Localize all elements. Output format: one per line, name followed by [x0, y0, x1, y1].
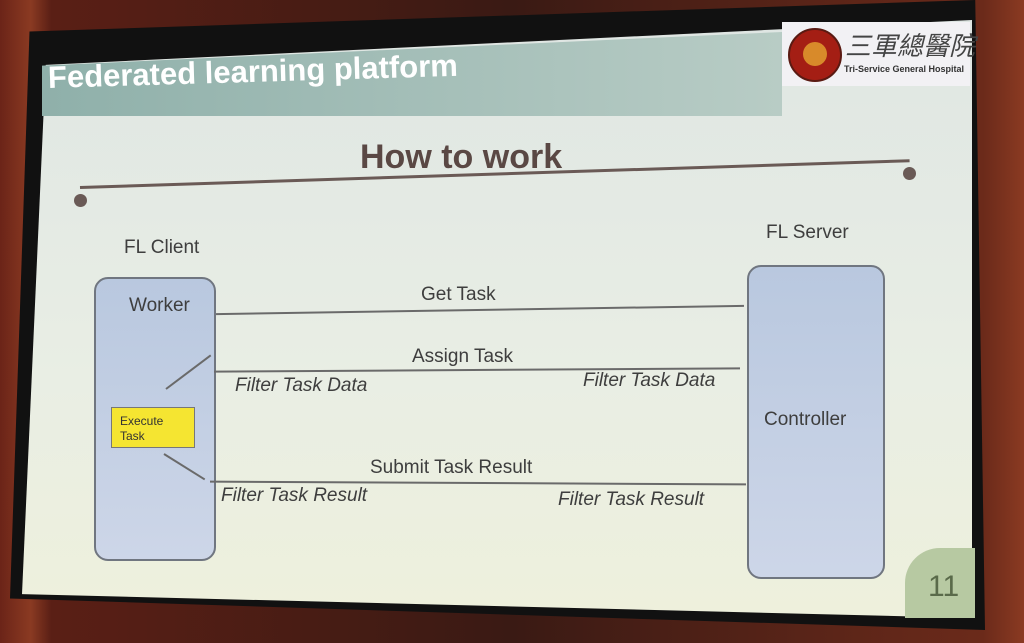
page-number-badge — [905, 548, 975, 618]
controller-label: Controller — [764, 409, 847, 430]
controller-box — [747, 265, 885, 579]
page-number: 11 — [928, 570, 960, 603]
divider-dot-right — [903, 167, 916, 180]
section-heading: How to work — [360, 138, 563, 176]
hospital-seal-icon — [788, 28, 842, 82]
assign-task-label: Assign Task — [412, 346, 514, 367]
hospital-name-chinese: 三軍總醫院 — [845, 32, 976, 62]
execute-task-box: Execute Task — [111, 407, 195, 448]
hospital-name-english: Tri-Service General Hospital — [844, 64, 965, 74]
get-task-label: Get Task — [421, 284, 496, 305]
client-filter-task-data: Filter Task Data — [235, 375, 368, 396]
server-filter-task-data: Filter Task Data — [583, 370, 716, 391]
fl-client-label: FL Client — [124, 237, 200, 258]
divider-dot-left — [74, 194, 87, 207]
fl-server-label: FL Server — [766, 222, 849, 243]
server-filter-task-result: Filter Task Result — [558, 489, 705, 510]
submit-result-label: Submit Task Result — [370, 457, 533, 478]
worker-label: Worker — [129, 295, 190, 316]
client-filter-task-result: Filter Task Result — [221, 485, 368, 506]
